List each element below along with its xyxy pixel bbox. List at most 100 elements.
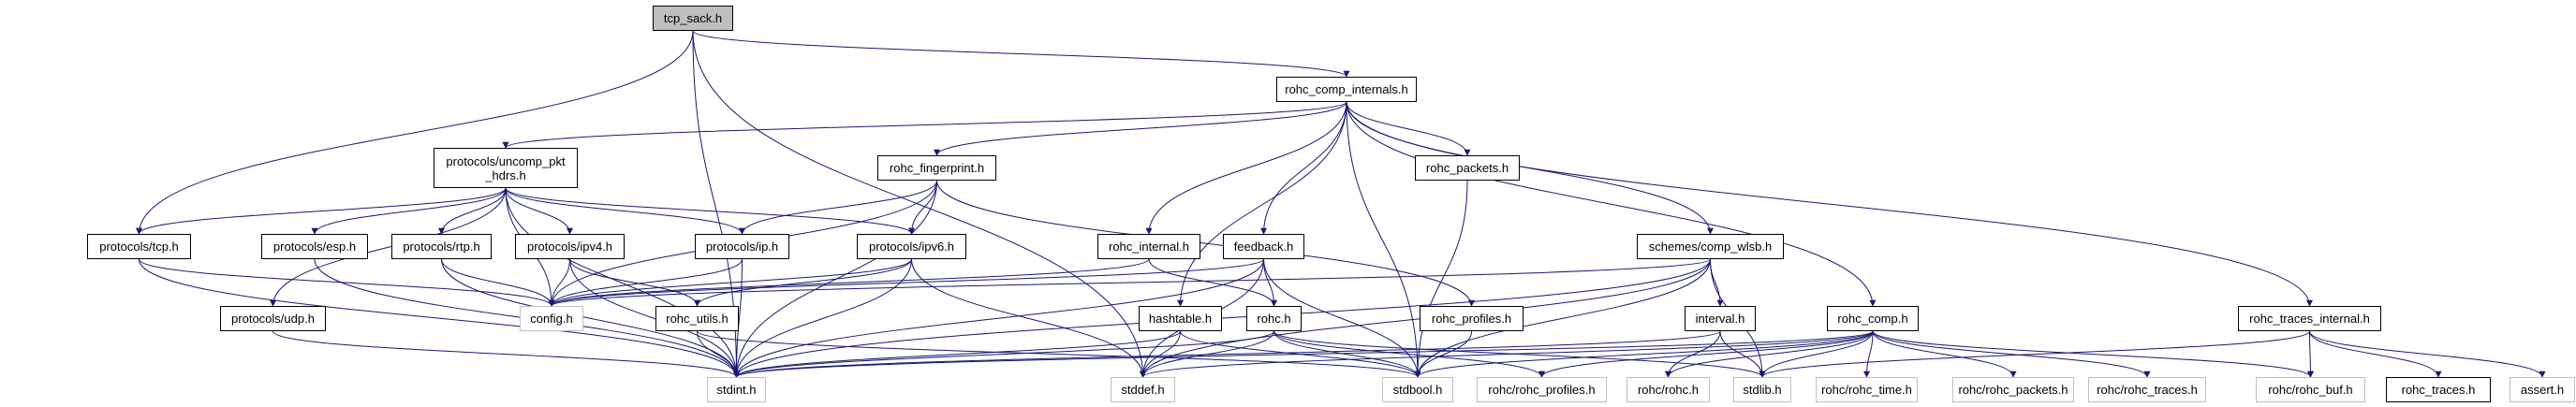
edge-p-ipv6-to-stdint <box>733 258 912 378</box>
node-hashtable[interactable]: hashtable.h <box>1139 306 1222 331</box>
edge-rohc-internal-to-config <box>548 258 1150 307</box>
edge-comp-wlsb-to-stdint <box>733 258 1711 378</box>
node-p-ipv4[interactable]: protocols/ipv4.h <box>515 234 625 259</box>
edge-rohc-internal-to-rohc-h <box>1148 258 1277 307</box>
edge-rohc-h-to-rr-profiles <box>1273 330 1545 378</box>
edge-tcp-sack-to-rohc-comp-internals <box>692 30 1350 78</box>
edge-uncomp-pkt-hdrs-to-p-ipv4 <box>505 187 573 235</box>
edge-rohc-comp-internals-to-feedback <box>1260 101 1347 235</box>
edge-rohc-traces-internal-to-stdlib <box>1759 330 2310 378</box>
edge-interval-to-stdlib <box>1719 330 1766 378</box>
edge-rohc-comp-to-rr-time <box>1863 330 1874 378</box>
node-p-rtp[interactable]: protocols/rtp.h <box>391 234 492 259</box>
edge-rohc-comp-internals-to-rohc-packets <box>1346 101 1471 156</box>
node-rohc-profiles[interactable]: rohc_profiles.h <box>1420 306 1524 331</box>
node-rohc-traces-internal[interactable]: rohc_traces_internal.h <box>2238 306 2381 331</box>
node-rr-time: rohc/rohc_time.h <box>1816 377 1918 402</box>
edge-rohc-fingerprint-to-p-ipv6 <box>908 180 937 235</box>
node-rohc-fingerprint[interactable]: rohc_fingerprint.h <box>877 155 996 181</box>
node-feedback[interactable]: feedback.h <box>1223 234 1304 259</box>
edge-rohc-comp-internals-to-hashtable <box>1177 101 1347 307</box>
node-config: config.h <box>520 306 583 331</box>
node-interval[interactable]: interval.h <box>1685 306 1756 331</box>
node-rr-traces: rohc/rohc_traces.h <box>2088 377 2206 402</box>
edge-hashtable-to-stdint <box>733 330 1181 378</box>
edge-rohc-fingerprint-to-rohc-profiles <box>936 180 1475 307</box>
edge-uncomp-pkt-hdrs-to-p-esp <box>311 187 507 235</box>
edge-rohc-comp-to-rr-rohc <box>1665 330 1874 378</box>
edge-rohc-comp-internals-to-stdbool <box>1346 101 1421 378</box>
node-p-tcp[interactable]: protocols/tcp.h <box>87 234 191 259</box>
node-comp-wlsb[interactable]: schemes/comp_wlsb.h <box>1637 234 1784 259</box>
edge-rohc-comp-internals-to-rohc-comp <box>1346 101 1877 307</box>
edge-interval-to-rr-rohc <box>1665 330 1721 378</box>
node-rohc-traces[interactable]: rohc_traces.h <box>2386 377 2491 402</box>
edge-tcp-sack-to-stddef <box>692 30 1146 378</box>
edge-rohc-comp-to-stdbool <box>1414 330 1874 378</box>
edge-uncomp-pkt-hdrs-to-stdint <box>505 187 740 378</box>
edge-uncomp-pkt-hdrs-to-p-udp <box>270 187 507 307</box>
node-rohc-packets[interactable]: rohc_packets.h <box>1415 155 1520 181</box>
edge-p-udp-to-stdint <box>272 330 740 378</box>
node-rr-rohc: rohc/rohc.h <box>1627 377 1710 402</box>
edge-p-ipv4-to-rohc-utils <box>569 258 700 307</box>
edge-rohc-comp-to-stdint <box>733 330 1874 378</box>
node-uncomp-pkt-hdrs[interactable]: protocols/uncomp_pkt _hdrs.h <box>434 148 578 188</box>
edge-rohc-traces-internal-to-rohc-traces <box>2309 330 2442 378</box>
edge-rohc-utils-to-stdbool <box>697 330 1421 378</box>
edge-uncomp-pkt-hdrs-to-p-ip <box>505 187 745 235</box>
edge-p-ip-to-config <box>548 258 743 307</box>
node-p-esp[interactable]: protocols/esp.h <box>261 234 368 259</box>
node-rr-profiles: rohc/rohc_profiles.h <box>1477 377 1607 402</box>
edge-p-ipv6-to-rohc-utils <box>694 258 912 307</box>
edge-rohc-profiles-to-stdbool <box>1414 330 1472 378</box>
node-tcp-sack[interactable]: tcp_sack.h <box>653 6 733 31</box>
node-p-udp[interactable]: protocols/udp.h <box>220 306 326 331</box>
edge-rohc-traces-internal-to-assert <box>2309 330 2546 378</box>
edge-p-ipv4-to-config <box>548 258 570 307</box>
node-p-ipv6[interactable]: protocols/ipv6.h <box>857 234 966 259</box>
node-rohc-utils[interactable]: rohc_utils.h <box>655 306 739 331</box>
node-rohc-comp-internals[interactable]: rohc_comp_internals.h <box>1276 77 1417 102</box>
edge-p-ipv4-to-stdint <box>569 258 740 378</box>
edge-rohc-h-to-stdint <box>733 330 1274 378</box>
edge-rohc-comp-to-rr-buf <box>1872 330 2314 378</box>
edge-p-rtp-to-config <box>441 258 555 307</box>
edge-feedback-to-stdint <box>733 258 1264 378</box>
edge-p-tcp-to-config <box>139 258 555 307</box>
node-stdint: stdint.h <box>707 377 766 402</box>
edge-uncomp-pkt-hdrs-to-p-ipv6 <box>505 187 915 235</box>
node-rr-buf: rohc/rohc_buf.h <box>2256 377 2365 402</box>
edge-rohc-h-to-stdbool <box>1273 330 1421 378</box>
edge-uncomp-pkt-hdrs-to-p-rtp <box>438 187 507 235</box>
edge-p-tcp-to-stdint <box>139 258 740 378</box>
edge-rohc-comp-internals-to-rohc-traces-internal <box>1346 101 2313 307</box>
edge-feedback-to-config <box>548 258 1264 307</box>
edge-uncomp-pkt-hdrs-to-p-tcp <box>136 187 507 235</box>
edge-rohc-comp-to-stdlib <box>1759 330 1874 378</box>
edge-rohc-comp-internals-to-rohc-internal <box>1145 101 1347 235</box>
node-p-ip[interactable]: protocols/ip.h <box>695 234 789 259</box>
edge-tcp-sack-to-p-tcp <box>136 30 694 235</box>
node-stdlib: stdlib.h <box>1733 377 1791 402</box>
edge-p-ip-to-stdint <box>733 258 743 378</box>
node-rohc-internal[interactable]: rohc_internal.h <box>1097 234 1200 259</box>
edge-comp-wlsb-to-config <box>548 258 1711 307</box>
edge-rohc-utils-to-stdint <box>697 330 740 378</box>
edge-rohc-comp-to-rr-profiles <box>1538 330 1874 378</box>
node-stdbool: stdbool.h <box>1382 377 1453 402</box>
edge-p-ipv6-to-config <box>548 258 912 307</box>
edge-comp-wlsb-to-interval <box>1710 258 1724 307</box>
node-stddef: stddef.h <box>1111 377 1175 402</box>
node-rohc-comp[interactable]: rohc_comp.h <box>1827 306 1919 331</box>
node-rohc-h[interactable]: rohc.h <box>1246 306 1302 331</box>
edge-rohc-traces-internal-to-rr-buf <box>2306 330 2314 378</box>
edge-rohc-packets-to-stdbool <box>1414 180 1468 378</box>
edge-rohc-comp-to-rr-traces <box>1872 330 2151 378</box>
edge-rohc-fingerprint-to-p-ip <box>739 180 937 235</box>
edge-hashtable-to-stddef <box>1140 330 1181 378</box>
edge-rohc-comp-internals-to-rohc-fingerprint <box>934 101 1347 156</box>
edge-interval-to-stdint <box>733 330 1721 378</box>
edge-p-rtp-to-stdint <box>441 258 740 378</box>
